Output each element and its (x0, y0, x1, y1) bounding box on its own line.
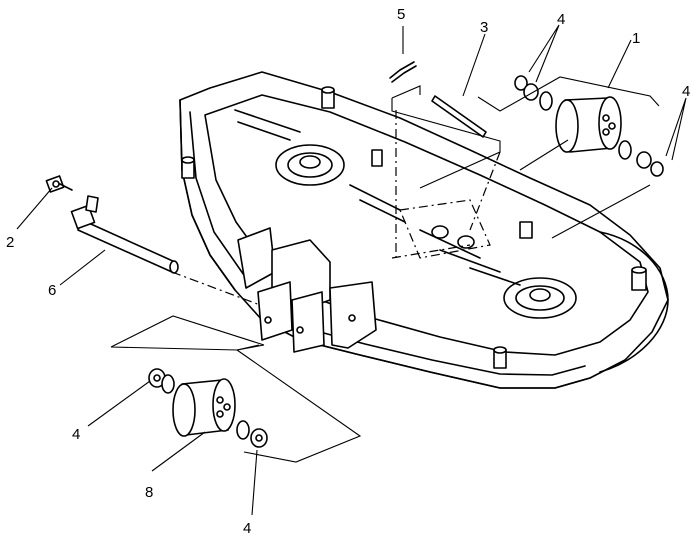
leader-lines (16, 24, 687, 516)
callout-4-lower-left: 4 (72, 426, 80, 443)
callout-3: 3 (480, 19, 488, 36)
assembly-lines (110, 76, 660, 463)
hitch-bracket (237, 227, 377, 353)
rod-assembly (45, 175, 179, 274)
callout-6: 6 (48, 282, 56, 299)
callout-2: 2 (6, 234, 14, 251)
callout-4-top: 4 (557, 11, 565, 28)
callout-8: 8 (145, 484, 153, 501)
lower-roller-assembly (148, 368, 268, 448)
callout-4-bottom: 4 (243, 520, 251, 537)
callout-5: 5 (397, 6, 405, 23)
pin-and-cotter (389, 61, 487, 138)
upper-roller-assembly (514, 75, 664, 177)
callout-4-right: 4 (682, 83, 690, 100)
callout-1: 1 (632, 30, 640, 47)
callout-labels: 1 2 3 4 4 4 4 5 6 8 (6, 6, 690, 537)
